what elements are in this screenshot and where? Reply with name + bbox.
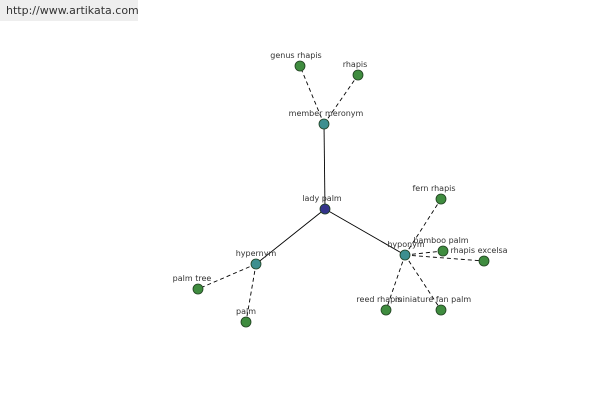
node-label-rhapis: rhapis (343, 60, 368, 69)
node-label-reed-rhapis: reed rhapis (356, 295, 401, 304)
node-hyponym[interactable] (399, 249, 411, 261)
node-label-miniature-fan-palm: miniature fan palm (395, 295, 472, 304)
node-label-bamboo-palm: bamboo palm (413, 236, 468, 245)
node-label-genus-rhapis: genus rhapis (270, 51, 321, 60)
labels-layer: lady palm member meronym hypernym hyponym ge… (173, 51, 508, 316)
node-fern-rhapis[interactable] (435, 193, 447, 205)
edge-lady-palm-to-hypernym (255, 208, 326, 265)
edge-hypernym-to-palm (245, 263, 257, 323)
source-url-label: http://www.artikata.com (0, 0, 139, 21)
node-label-hypernym: hypernym (236, 249, 277, 258)
node-palm-tree[interactable] (192, 283, 204, 295)
node-label-hyponym: hyponym (387, 240, 425, 249)
edge-hypernym-to-palm-tree (197, 263, 257, 290)
edge-member-meronym-to-rhapis (323, 74, 359, 125)
node-label-member-meronym: member meronym (289, 109, 364, 118)
node-rhapis-excelsa[interactable] (478, 255, 490, 267)
node-bamboo-palm[interactable] (437, 245, 449, 257)
edge-hyponym-to-miniature-fan-palm (404, 254, 442, 311)
node-miniature-fan-palm[interactable] (435, 304, 447, 316)
node-member-meronym[interactable] (318, 118, 330, 130)
node-genus-rhapis[interactable] (294, 60, 306, 72)
node-lady-palm[interactable] (319, 203, 331, 215)
node-label-fern-rhapis: fern rhapis (412, 184, 455, 193)
edge-hyponym-to-rhapis-excelsa (404, 254, 485, 262)
edge-member-meronym-to-genus-rhapis (299, 65, 325, 125)
node-rhapis[interactable] (352, 69, 364, 81)
node-reed-rhapis[interactable] (380, 304, 392, 316)
edges-layer (197, 65, 485, 323)
node-label-rhapis-excelsa: rhapis excelsa (450, 246, 507, 255)
nodes-layer (192, 60, 490, 328)
edge-hyponym-to-bamboo-palm (404, 250, 444, 256)
node-label-palm: palm (236, 307, 256, 316)
edge-lady-palm-to-hyponym (324, 208, 406, 256)
node-label-palm-tree: palm tree (173, 274, 212, 283)
edge-lady-palm-to-member-meronym (323, 123, 326, 210)
node-hypernym[interactable] (250, 258, 262, 270)
node-label-lady-palm: lady palm (302, 194, 342, 203)
edge-hyponym-to-reed-rhapis (385, 254, 406, 311)
node-palm[interactable] (240, 316, 252, 328)
